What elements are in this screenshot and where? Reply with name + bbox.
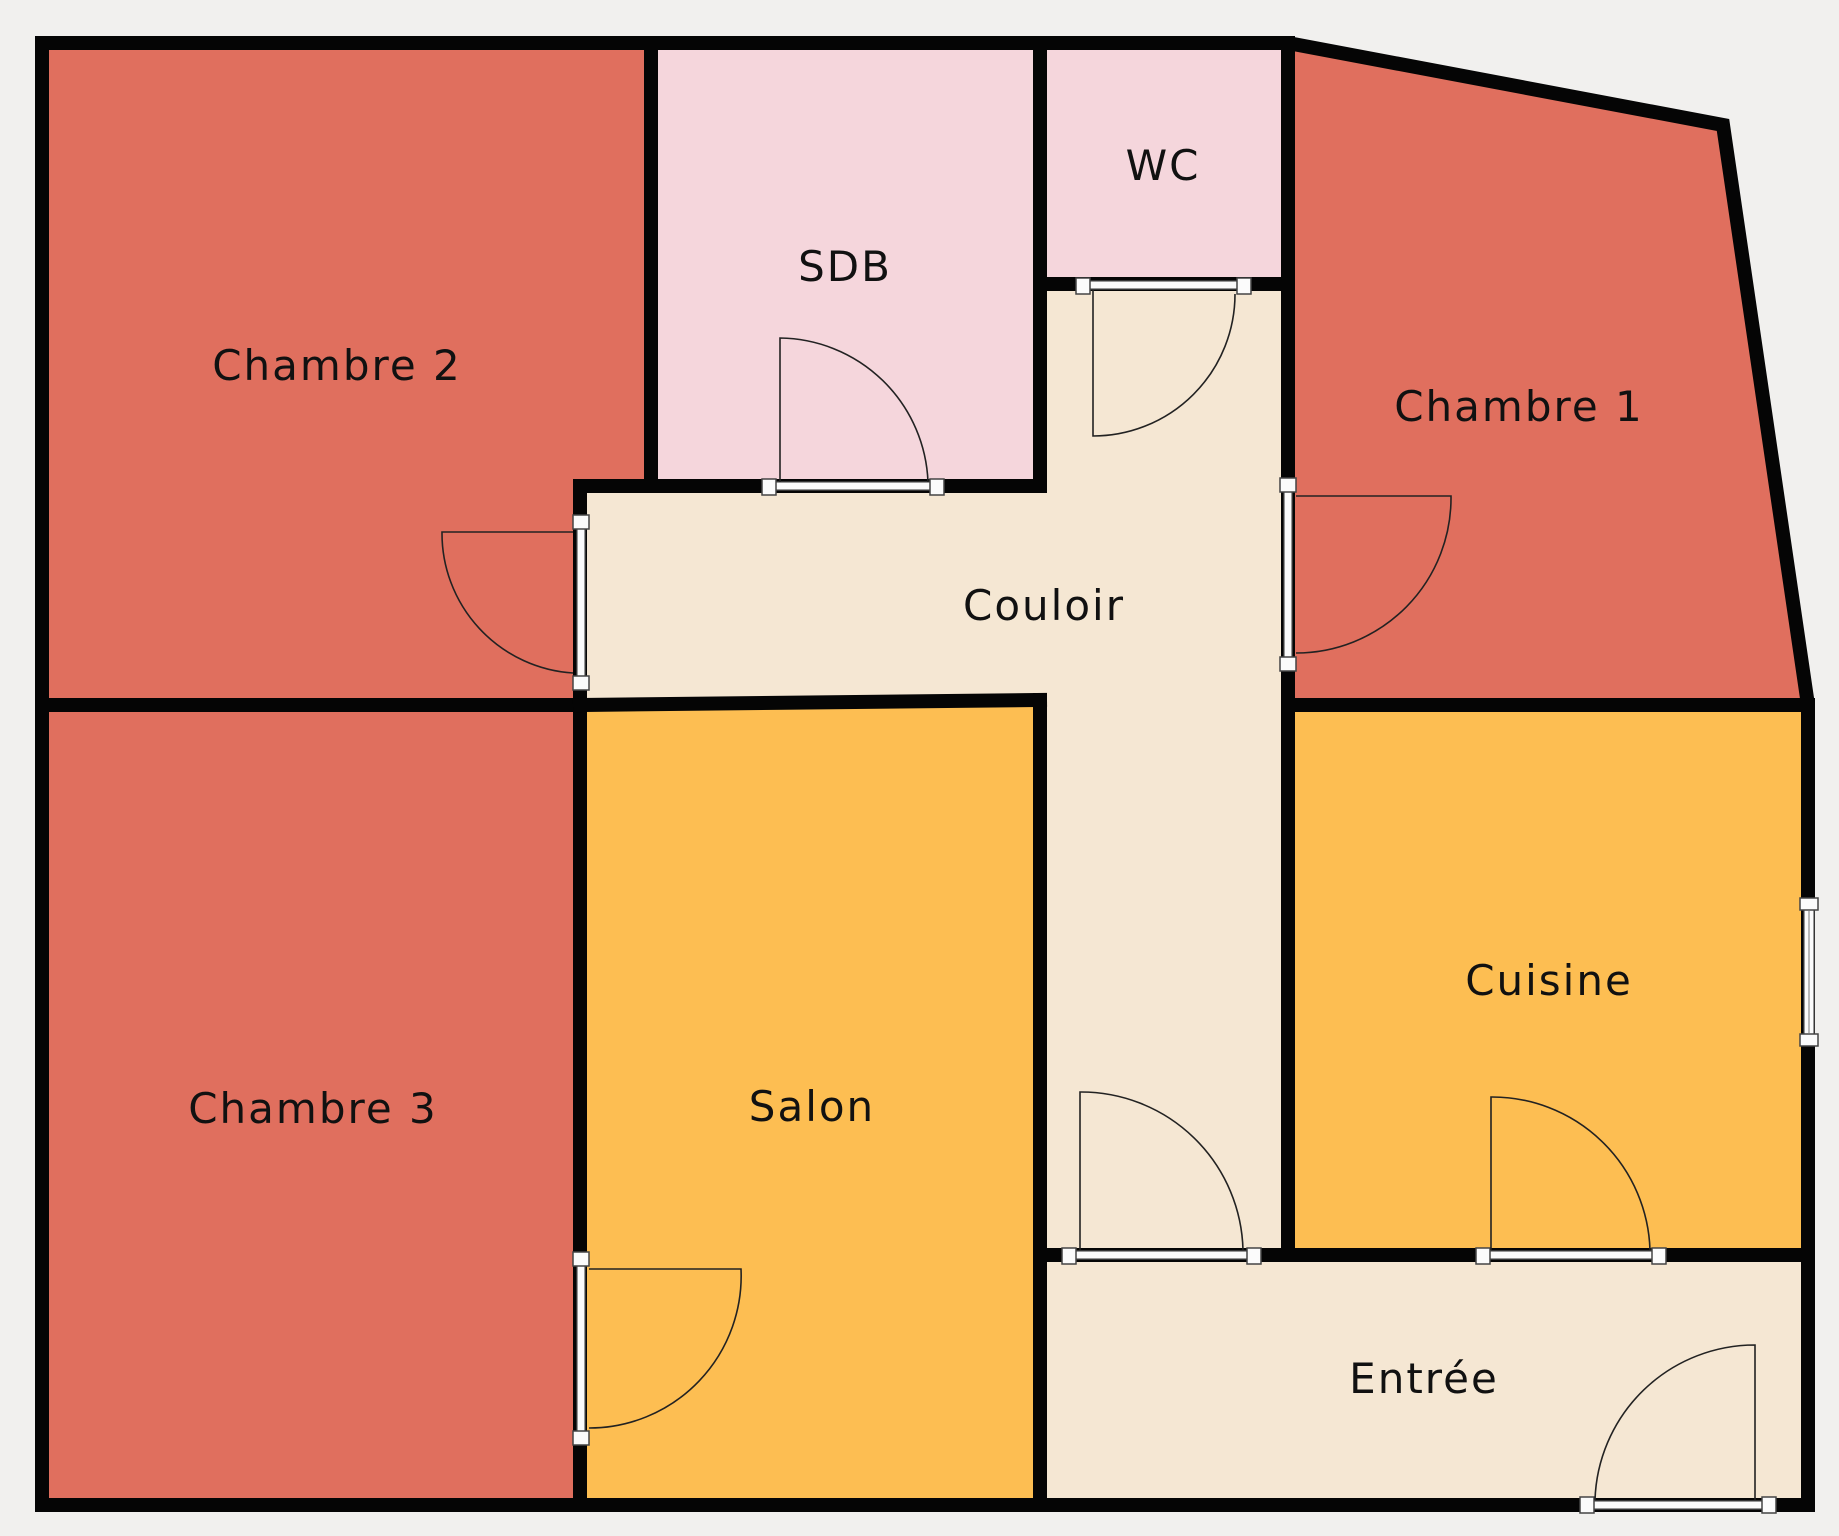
doors [441, 277, 1819, 1514]
room-labels: Chambre 2 SDB WC Chambre 1 Couloir Chamb… [188, 141, 1644, 1403]
label-sdb: SDB [798, 242, 892, 291]
door-entree[interactable] [1579, 1344, 1777, 1514]
label-cuisine: Cuisine [1465, 956, 1633, 1005]
window-cuisine [1799, 897, 1819, 1047]
room-couloir[interactable] [580, 284, 1288, 1255]
room-chambre-2[interactable] [42, 43, 651, 705]
label-chambre-3: Chambre 3 [188, 1084, 438, 1133]
door-sdb[interactable] [761, 337, 945, 496]
label-entree: Entrée [1349, 1354, 1499, 1403]
door-salon[interactable] [1061, 1091, 1262, 1265]
label-salon: Salon [749, 1082, 875, 1131]
room-chambre-1[interactable] [1288, 43, 1808, 705]
room-chambre-3[interactable] [42, 705, 580, 1505]
label-chambre-1: Chambre 1 [1394, 382, 1644, 431]
label-couloir: Couloir [963, 581, 1125, 630]
door-chambre-1[interactable] [1279, 477, 1452, 672]
wall-salon-top [572, 692, 1048, 713]
room-cuisine[interactable] [1288, 705, 1808, 1255]
door-cuisine[interactable] [1475, 1096, 1667, 1265]
room-wc[interactable] [1040, 43, 1285, 284]
label-wc: WC [1126, 141, 1201, 190]
door-chambre-2[interactable] [441, 514, 590, 691]
room-entree[interactable] [1040, 1255, 1808, 1505]
room-salon[interactable] [580, 705, 1040, 1505]
room-sdb[interactable] [651, 43, 1040, 486]
door-wc[interactable] [1075, 277, 1252, 437]
label-chambre-2: Chambre 2 [212, 341, 462, 390]
door-chambre-3[interactable] [572, 1251, 742, 1446]
